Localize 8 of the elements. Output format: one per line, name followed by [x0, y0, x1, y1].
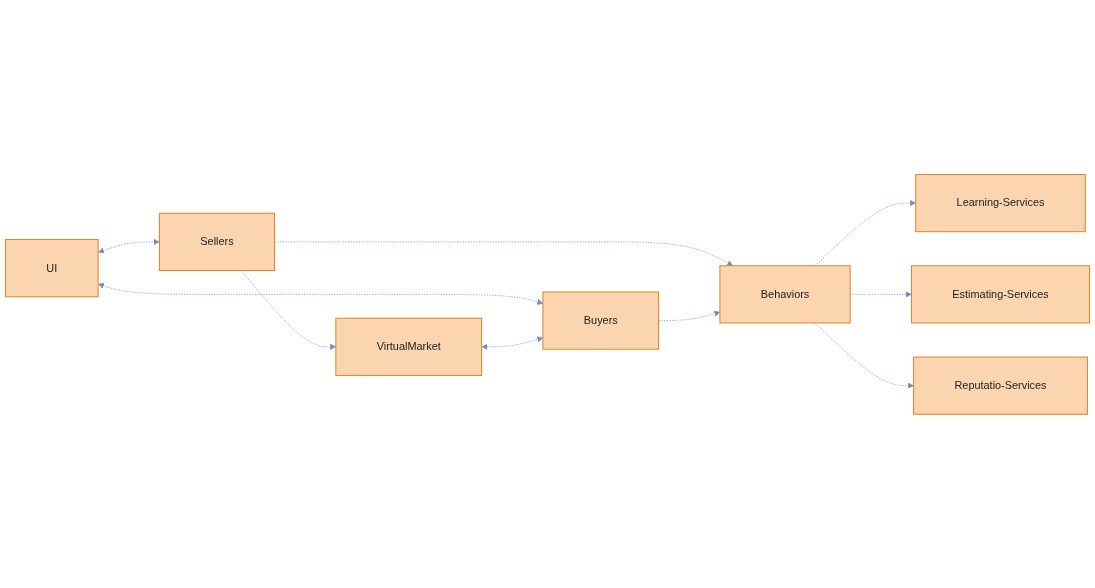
node-box: Estimating-Services — [910, 264, 1091, 324]
node-box: Learning-Services — [915, 173, 1086, 232]
node-box: Reputatio-Services — [913, 356, 1088, 415]
node-box: UI — [4, 238, 99, 297]
node-box: Behaviors — [719, 264, 851, 324]
node-box: Sellers — [158, 212, 275, 271]
node-box: VirtualMarket — [335, 317, 483, 376]
node-box: Buyers — [542, 291, 660, 350]
